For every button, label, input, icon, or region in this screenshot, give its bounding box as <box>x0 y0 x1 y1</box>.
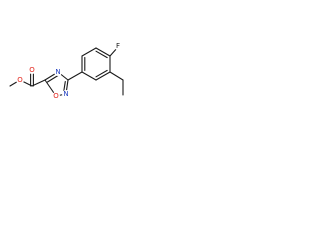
bond-ethyl-1 <box>109 71 124 81</box>
atom-fluorine-label: F <box>116 42 120 50</box>
bond-carbonyl-ring <box>31 79 46 87</box>
atom-labels: O O N N O F <box>16 42 122 100</box>
atom-fluorine: F <box>114 42 122 50</box>
structure-canvas: O O N N O F <box>0 0 152 152</box>
bond-ph-5-6 <box>95 71 111 81</box>
atom-o-carbonyl-label: O <box>29 66 35 74</box>
atom-o-ring: O <box>52 92 60 100</box>
bond-ring-phenyl <box>67 71 83 81</box>
bond-ph-6-1 <box>81 71 97 81</box>
bond-ph-3-4-inner <box>95 50 108 59</box>
molecule-drawing: O O N N O F <box>9 42 124 100</box>
bond-ph-2-3 <box>81 47 97 57</box>
atom-o-methoxy-label: O <box>17 76 23 84</box>
atom-o-ring-label: O <box>53 92 59 100</box>
atom-n-ring-top: N <box>54 68 62 76</box>
atom-n-ring-bottom-label: N <box>63 90 68 98</box>
atom-n-ring-bottom: N <box>62 90 70 98</box>
bond-ph-5-6-inner <box>95 69 108 78</box>
atom-o-carbonyl: O <box>28 66 36 74</box>
atom-n-ring-top-label: N <box>55 68 60 76</box>
atom-o-methoxy: O <box>16 76 24 84</box>
bonds <box>9 46 124 97</box>
bond-c5-n4-b <box>46 74 59 83</box>
bond-ph-3-4 <box>95 47 111 57</box>
